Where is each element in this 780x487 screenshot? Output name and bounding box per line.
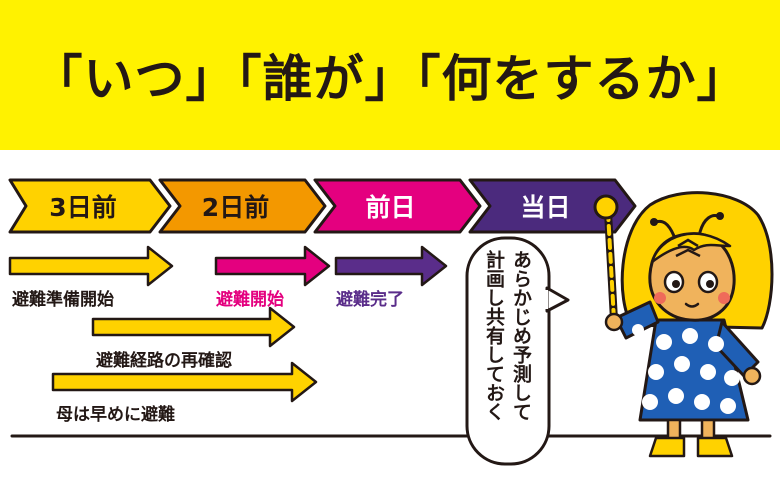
arrow-evacuation-start: [214, 245, 331, 287]
stage-label: 前日: [365, 193, 416, 222]
task-label-route-recheck: 避難経路の再確認: [96, 351, 232, 371]
stage-2-days-before: 2日前: [160, 179, 325, 233]
task-label-evacuation-complete: 避難完了: [336, 290, 404, 310]
stage-chevron-2-days-before: [158, 178, 327, 234]
stage-label: 当日: [520, 193, 571, 222]
title-banner: 「いつ」「誰が」「何をするか」: [0, 0, 780, 150]
task-label-evacuation-start: 避難開始: [216, 290, 284, 310]
stage-label: 3日前: [49, 193, 117, 222]
arrow-route-recheck: [91, 306, 296, 348]
stage-3-days-before: 3日前: [10, 179, 170, 233]
arrow-mother-early-evacuation: [51, 361, 318, 403]
task-label-mother-early-evacuation: 母は早めに避難: [56, 405, 175, 425]
speech-bubble-text: あらかじめ予測して計画し共有しておく: [483, 250, 532, 421]
task-label-evacuation-prep: 避難準備開始: [12, 290, 114, 310]
speech-bubble: [465, 236, 570, 466]
stage-day-before: 前日: [315, 179, 480, 233]
stage-chevron-3-days-before: [8, 178, 172, 234]
stage-chevron-same-day: [468, 178, 637, 234]
character-illustration: [593, 191, 774, 458]
page-title: 「いつ」「誰が」「何をするか」: [32, 50, 748, 108]
arrow-evacuation-complete: [334, 245, 448, 287]
stage-chevron-day-before: [313, 178, 482, 234]
arrow-evacuation-prep: [8, 245, 174, 287]
stage-label: 2日前: [201, 193, 270, 222]
stage-same-day: 当日: [470, 179, 635, 233]
